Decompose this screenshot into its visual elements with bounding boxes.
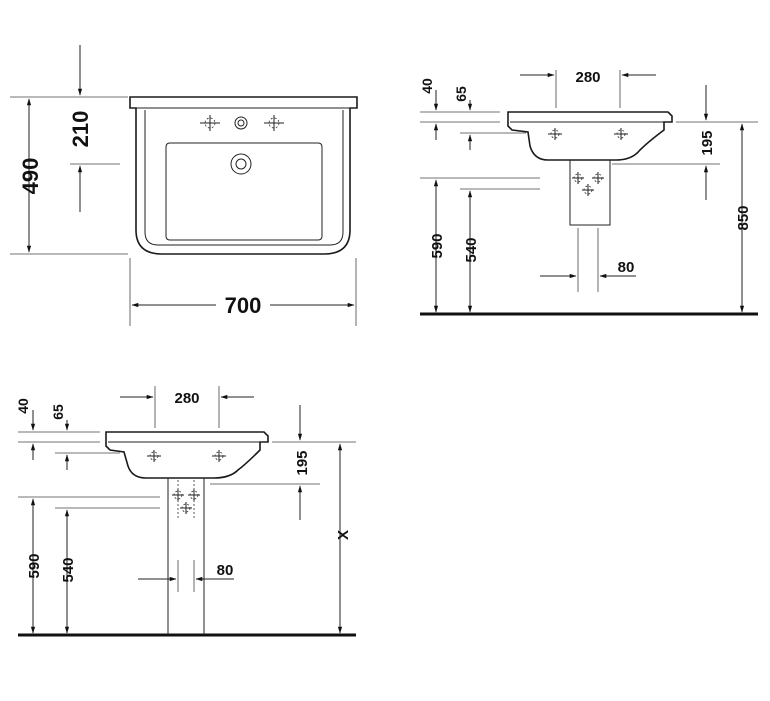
tap-hole-right-icon: [264, 115, 284, 131]
siphon-cover-outline: [569, 160, 611, 226]
dim-40-2: 40: [15, 398, 31, 414]
dim-80: 80: [618, 259, 635, 276]
dim-700: 700: [225, 293, 262, 318]
dim-40: 40: [419, 78, 435, 94]
dim-195-2: 195: [294, 450, 311, 475]
dim-80-2: 80: [217, 562, 234, 579]
siphon-connection-icon-2: [172, 480, 200, 520]
dim-590-2: 590: [26, 553, 43, 578]
top-view: 490 210 700: [10, 45, 358, 326]
dim-x: X: [335, 530, 352, 540]
basin-side-outline-2: [105, 431, 269, 479]
drain-icon: [230, 153, 252, 175]
tap-hole-center-icon: [234, 116, 248, 130]
dim-540-2: 540: [60, 557, 77, 582]
dim-65: 65: [453, 86, 469, 102]
dim-280-2: 280: [174, 390, 199, 407]
tap-right-symbol-icon-2: [212, 450, 226, 462]
basin-inner-outline: [144, 110, 344, 246]
dim-590: 590: [429, 233, 446, 258]
tap-right-symbol-icon: [614, 128, 628, 140]
side-view-pedestal: 280 40 65 590 540 195 X 80: [15, 386, 356, 637]
side-view-wall-hung: 280 40 65 590 540 195 850 80: [419, 69, 758, 316]
basin-top-outline: [129, 96, 358, 255]
dim-195: 195: [699, 130, 716, 155]
siphon-connection-icon: [572, 172, 604, 196]
dim-210: 210: [68, 111, 93, 148]
dim-65-2: 65: [50, 404, 66, 420]
dim-490: 490: [18, 158, 43, 195]
dim-280: 280: [575, 69, 600, 86]
pedestal-outline: [167, 478, 205, 635]
tap-left-symbol-icon-2: [147, 450, 161, 462]
tap-left-symbol-icon: [548, 128, 562, 140]
basin-side-outline: [507, 111, 673, 161]
bowl-outline: [165, 142, 323, 241]
dim-540: 540: [463, 237, 480, 262]
dim-850: 850: [735, 205, 752, 230]
tap-hole-left-icon: [200, 115, 220, 131]
